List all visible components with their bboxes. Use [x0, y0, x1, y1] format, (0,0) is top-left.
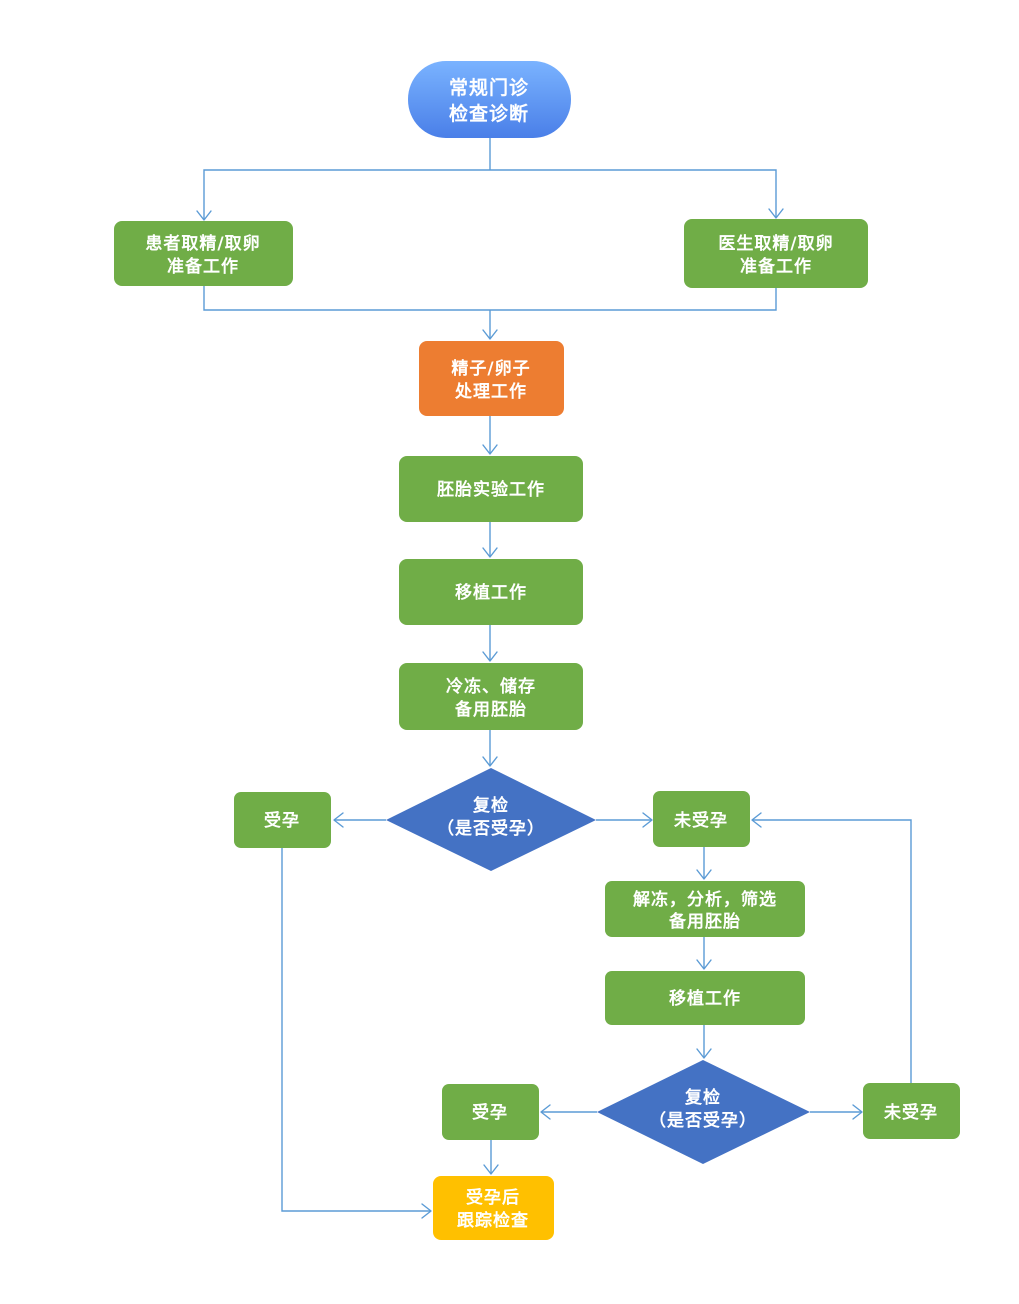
node-recheck-1-line2: （是否受孕） [437, 818, 545, 839]
node-start-line1: 常规门诊 [449, 76, 529, 99]
node-gamete-processing-line1: 精子/卵子 [451, 358, 530, 379]
node-start: 常规门诊 检查诊断 [408, 61, 571, 138]
node-pregnant-2: 受孕 [442, 1084, 539, 1140]
arrowhead-down [768, 208, 784, 219]
node-pregnant-2-line1: 受孕 [472, 1102, 508, 1123]
node-patient-prep-shape [114, 221, 293, 286]
node-start-shape [408, 61, 571, 138]
arrowhead-left [540, 1104, 551, 1120]
edge-notpregnant2-loop [752, 819, 912, 1083]
node-gamete-processing-shape [419, 341, 564, 416]
node-doctor-prep-shape [684, 219, 868, 288]
node-patient-prep: 患者取精/取卵 准备工作 [114, 221, 293, 286]
arrowhead-right [852, 1104, 863, 1120]
node-freeze-store: 冷冻、储存 备用胚胎 [399, 663, 583, 730]
arrowhead-down [696, 1048, 712, 1059]
arrowhead-down [196, 210, 212, 221]
node-pregnant-1: 受孕 [234, 792, 331, 848]
node-recheck-1-shape [386, 768, 596, 871]
arrowhead-down [696, 959, 712, 970]
node-freeze-store-shape [399, 663, 583, 730]
node-transfer-2-shape [605, 971, 805, 1025]
arrowhead-down [482, 444, 498, 455]
arrowhead-down [696, 869, 712, 880]
node-thaw-analyze: 解冻，分析，筛选 备用胚胎 [605, 881, 805, 937]
node-gamete-processing-line2: 处理工作 [454, 381, 527, 402]
edges [203, 138, 912, 1212]
arrowhead-down [482, 547, 498, 558]
node-pregnant-1-line1: 受孕 [264, 810, 300, 831]
node-followup-line2: 跟踪检查 [457, 1210, 529, 1231]
edge-doctor-merge [490, 288, 777, 311]
node-followup-line1: 受孕后 [466, 1187, 520, 1208]
node-followup-shape [433, 1176, 554, 1240]
node-doctor-prep-line2: 准备工作 [740, 256, 812, 277]
node-transfer-1: 移植工作 [399, 559, 583, 625]
node-embryo-lab: 胚胎实验工作 [399, 456, 583, 522]
node-patient-prep-line2: 准备工作 [167, 256, 239, 277]
node-not-pregnant-2: 未受孕 [863, 1083, 960, 1139]
node-recheck-2-line1: 复检 [684, 1087, 721, 1108]
node-not-pregnant-1-line1: 未受孕 [673, 810, 728, 831]
node-recheck-2: 复检 （是否受孕） [597, 1060, 810, 1164]
node-recheck-1-line1: 复检 [472, 795, 509, 816]
arrowheads [196, 208, 863, 1219]
node-pregnant-2-shape [442, 1084, 539, 1140]
node-patient-prep-line1: 患者取精/取卵 [145, 233, 260, 254]
node-gamete-processing: 精子/卵子 处理工作 [419, 341, 564, 416]
edge-split-patient [203, 169, 490, 219]
node-start-line2: 检查诊断 [449, 102, 529, 125]
arrowhead-down [482, 651, 498, 662]
edge-pregnant1-followup [281, 848, 430, 1212]
node-not-pregnant-1-shape [653, 791, 750, 847]
arrowhead-right [421, 1203, 432, 1219]
arrowhead-down [482, 756, 498, 767]
node-doctor-prep-line1: 医生取精/取卵 [718, 233, 833, 254]
arrowhead-right [642, 812, 653, 828]
node-not-pregnant-2-shape [863, 1083, 960, 1139]
node-pregnant-1-shape [234, 792, 331, 848]
node-followup: 受孕后 跟踪检查 [433, 1176, 554, 1240]
arrowhead-left [751, 812, 762, 828]
node-recheck-1: 复检 （是否受孕） [386, 768, 596, 871]
arrowhead-down [483, 1164, 499, 1175]
node-thaw-analyze-line1: 解冻，分析，筛选 [633, 889, 777, 910]
node-recheck-2-shape [597, 1060, 810, 1164]
node-freeze-store-line2: 备用胚胎 [454, 699, 527, 720]
node-recheck-2-line2: （是否受孕） [649, 1110, 757, 1131]
node-not-pregnant-2-line1: 未受孕 [883, 1102, 938, 1123]
node-embryo-lab-line1: 胚胎实验工作 [437, 479, 545, 500]
arrowhead-left [333, 812, 344, 828]
node-thaw-analyze-shape [605, 881, 805, 937]
node-freeze-store-line1: 冷冻、储存 [446, 676, 536, 697]
node-thaw-analyze-line2: 备用胚胎 [668, 911, 741, 932]
arrowhead-down [482, 329, 498, 340]
node-transfer-1-line1: 移植工作 [455, 582, 527, 603]
node-not-pregnant-1: 未受孕 [653, 791, 750, 847]
edge-split-doctor [490, 169, 777, 217]
node-transfer-2: 移植工作 [605, 971, 805, 1025]
edge-patient-merge [203, 286, 490, 311]
node-transfer-1-shape [399, 559, 583, 625]
node-embryo-lab-shape [399, 456, 583, 522]
node-doctor-prep: 医生取精/取卵 准备工作 [684, 219, 868, 288]
node-transfer-2-line1: 移植工作 [669, 988, 741, 1009]
